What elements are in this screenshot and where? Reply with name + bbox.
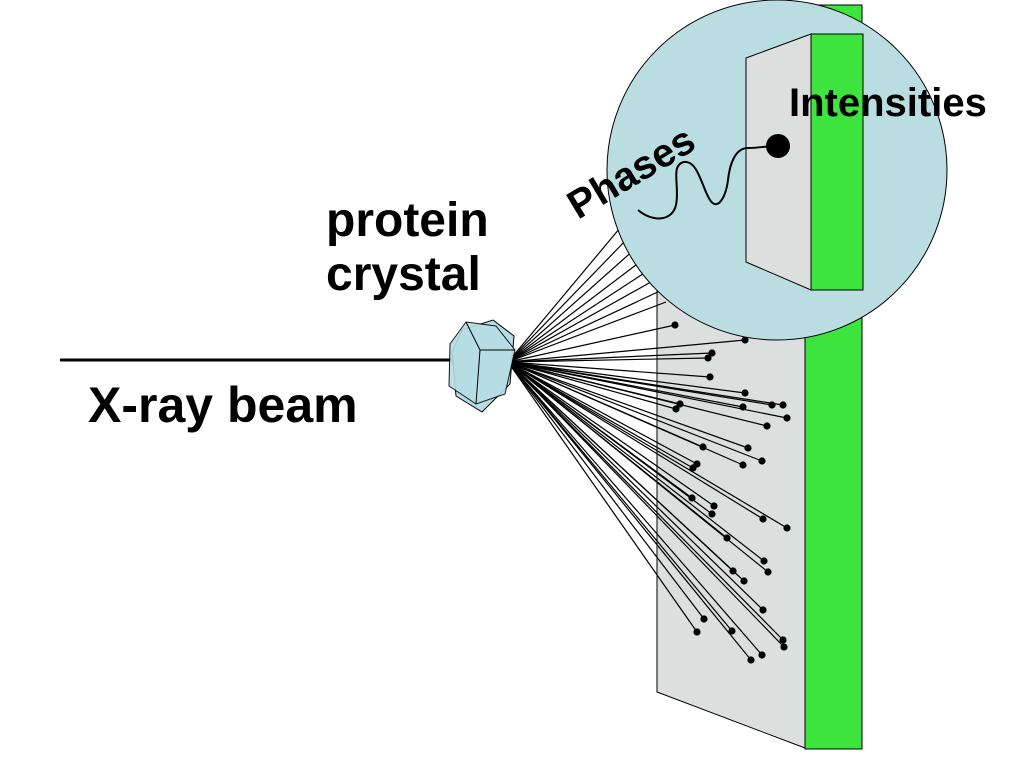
diffracted-ray — [507, 361, 785, 648]
diffracted-ray — [507, 339, 746, 363]
diffraction-spot — [728, 627, 736, 635]
diffracted-ray — [507, 277, 659, 363]
diffracted-ray — [507, 361, 745, 582]
diffraction-spot — [758, 651, 766, 659]
diffracted-ray — [507, 267, 653, 363]
diffraction-spot — [700, 615, 708, 623]
diffraction-spot — [783, 524, 791, 532]
protein-crystal-label-line1: protein — [326, 194, 489, 247]
x-ray-beam-label: X-ray beam — [88, 377, 358, 433]
diffraction-spot — [763, 422, 771, 430]
diffraction-spot — [710, 502, 718, 510]
diffraction-spot — [741, 389, 749, 397]
diffraction-spot — [759, 515, 767, 523]
diffracted-ray — [507, 289, 663, 363]
diffracted-ray — [507, 361, 765, 562]
diffraction-spot — [704, 354, 712, 362]
diffracted-ray — [507, 361, 768, 427]
diffraction-spot — [672, 405, 680, 413]
diffracted-ray — [507, 361, 784, 641]
diffraction-spot — [708, 349, 716, 357]
diffracted-rays — [507, 227, 788, 661]
diffraction-spot — [780, 643, 788, 651]
protein-crystal — [448, 319, 516, 413]
diffracted-ray — [507, 361, 749, 449]
diffraction-spot — [741, 336, 749, 344]
diffracted-ray — [507, 324, 676, 363]
diffraction-spot — [688, 494, 696, 502]
diffraction-spots — [671, 321, 791, 664]
diffracted-ray — [507, 361, 746, 394]
diffracted-ray — [507, 361, 788, 529]
diffracted-ray — [507, 237, 629, 363]
diffraction-spot — [758, 457, 766, 465]
inset-detector-face — [745, 33, 812, 291]
diffracted-ray — [507, 361, 763, 462]
diffracted-ray — [507, 361, 713, 515]
diffraction-spot — [744, 444, 752, 452]
diffracted-ray — [507, 361, 698, 633]
inset-detector-edge — [810, 33, 864, 291]
diffraction-spot — [671, 321, 679, 329]
diffracted-ray — [507, 361, 715, 507]
diffraction-spot — [689, 464, 697, 472]
diffracted-ray — [507, 301, 667, 363]
diffracted-ray — [507, 361, 733, 632]
diffracted-ray — [507, 361, 764, 520]
diffraction-spot — [768, 401, 776, 409]
phase-wave — [637, 145, 779, 220]
diffraction-spot — [693, 628, 701, 636]
diffraction-spot — [764, 568, 772, 576]
diffracted-ray — [507, 361, 784, 406]
diffracted-ray — [507, 361, 711, 378]
diffraction-spot — [760, 557, 768, 565]
diffracted-ray — [507, 227, 621, 363]
diffraction-spot — [739, 461, 747, 469]
diffracted-ray — [507, 361, 705, 620]
intensities-label: Intensities — [789, 81, 987, 125]
diffracted-ray — [507, 361, 764, 611]
diffraction-spot — [706, 373, 714, 381]
diffraction-spot — [783, 414, 791, 422]
diffraction-spot — [708, 510, 716, 518]
intensity-dot — [766, 134, 790, 158]
diffraction-spot — [723, 534, 731, 542]
diffracted-ray — [507, 361, 698, 465]
diffracted-ray — [507, 361, 677, 410]
diffraction-spot — [740, 577, 748, 585]
diffraction-spot — [759, 606, 767, 614]
diffraction-spot — [676, 400, 684, 408]
diffracted-ray — [507, 361, 752, 661]
diffracted-ray — [507, 357, 709, 363]
diffraction-spot — [739, 403, 747, 411]
diffraction-spot — [729, 567, 737, 575]
diffracted-ray — [507, 247, 637, 363]
diffracted-ray — [507, 257, 646, 363]
diffracted-ray — [507, 352, 713, 363]
diffracted-ray — [507, 361, 763, 656]
protein-crystal-label-line2: crystal — [326, 248, 481, 301]
diffraction-spot — [747, 656, 755, 664]
diffraction-spot — [779, 401, 787, 409]
diffraction-spot — [699, 443, 707, 451]
diffraction-spot — [779, 636, 787, 644]
